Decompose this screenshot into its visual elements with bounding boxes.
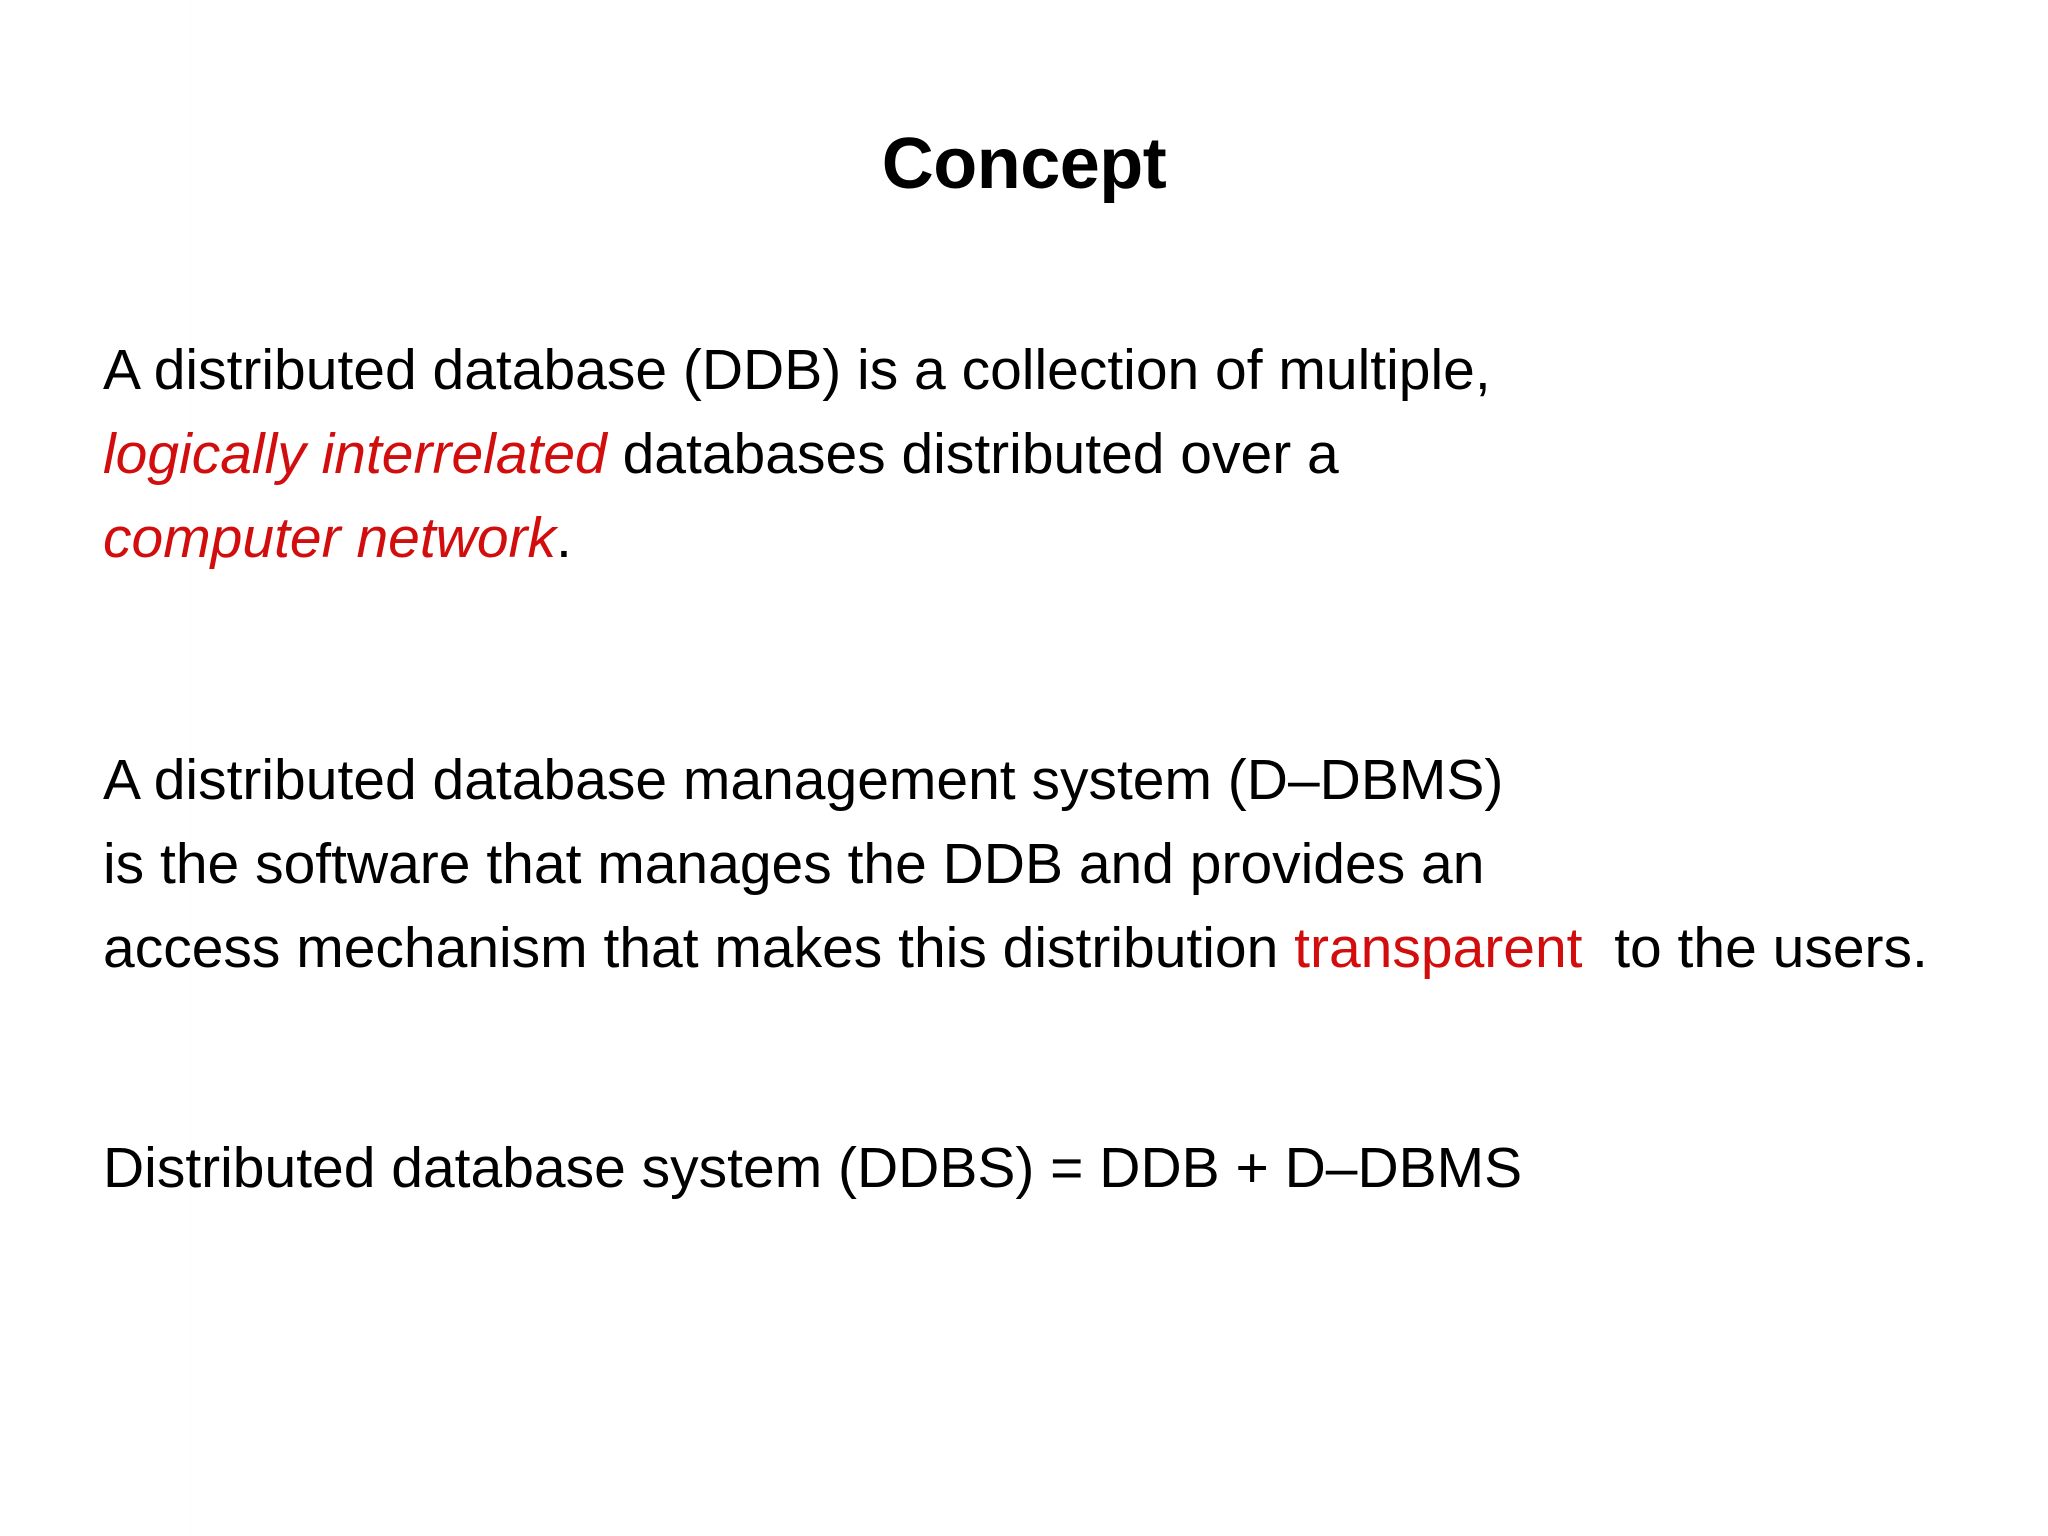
highlight-logically-interrelated: logically interrelated: [103, 422, 607, 486]
paragraph-2-segment-1: A distributed database management system…: [103, 748, 1504, 980]
page-title: Concept: [881, 124, 1167, 204]
highlight-transparent-part-1: transpare: [1294, 916, 1535, 980]
slide-body: A distributed database (DDB) is a collec…: [103, 328, 1963, 1210]
slide-left-edge: [190, 0, 191, 1536]
paragraph-1-segment-1: A distributed database (DDB) is a collec…: [103, 338, 1491, 402]
paragraph-1-segment-3: databases distributed over a: [622, 422, 1339, 486]
paragraph-1-segment-5: .: [556, 506, 572, 570]
paragraph-ddbms-definition: A distributed database management system…: [103, 738, 1963, 990]
paragraph-spacer-2: [103, 990, 1963, 1126]
highlight-transparent-part-2: nt: [1534, 916, 1583, 980]
paragraph-ddbs-equation: Distributed database system (DDBS) = DDB…: [103, 1126, 1963, 1210]
highlight-computer-network: computer network: [103, 506, 557, 570]
paragraph-ddb-definition: A distributed database (DDB) is a collec…: [103, 328, 1963, 580]
paragraph-2-segment-4: to the users.: [1582, 916, 1928, 980]
paragraph-3-segment-1: Distributed database system (DDBS) = DDB…: [103, 1136, 1523, 1200]
paragraph-spacer-1: [103, 580, 1963, 738]
